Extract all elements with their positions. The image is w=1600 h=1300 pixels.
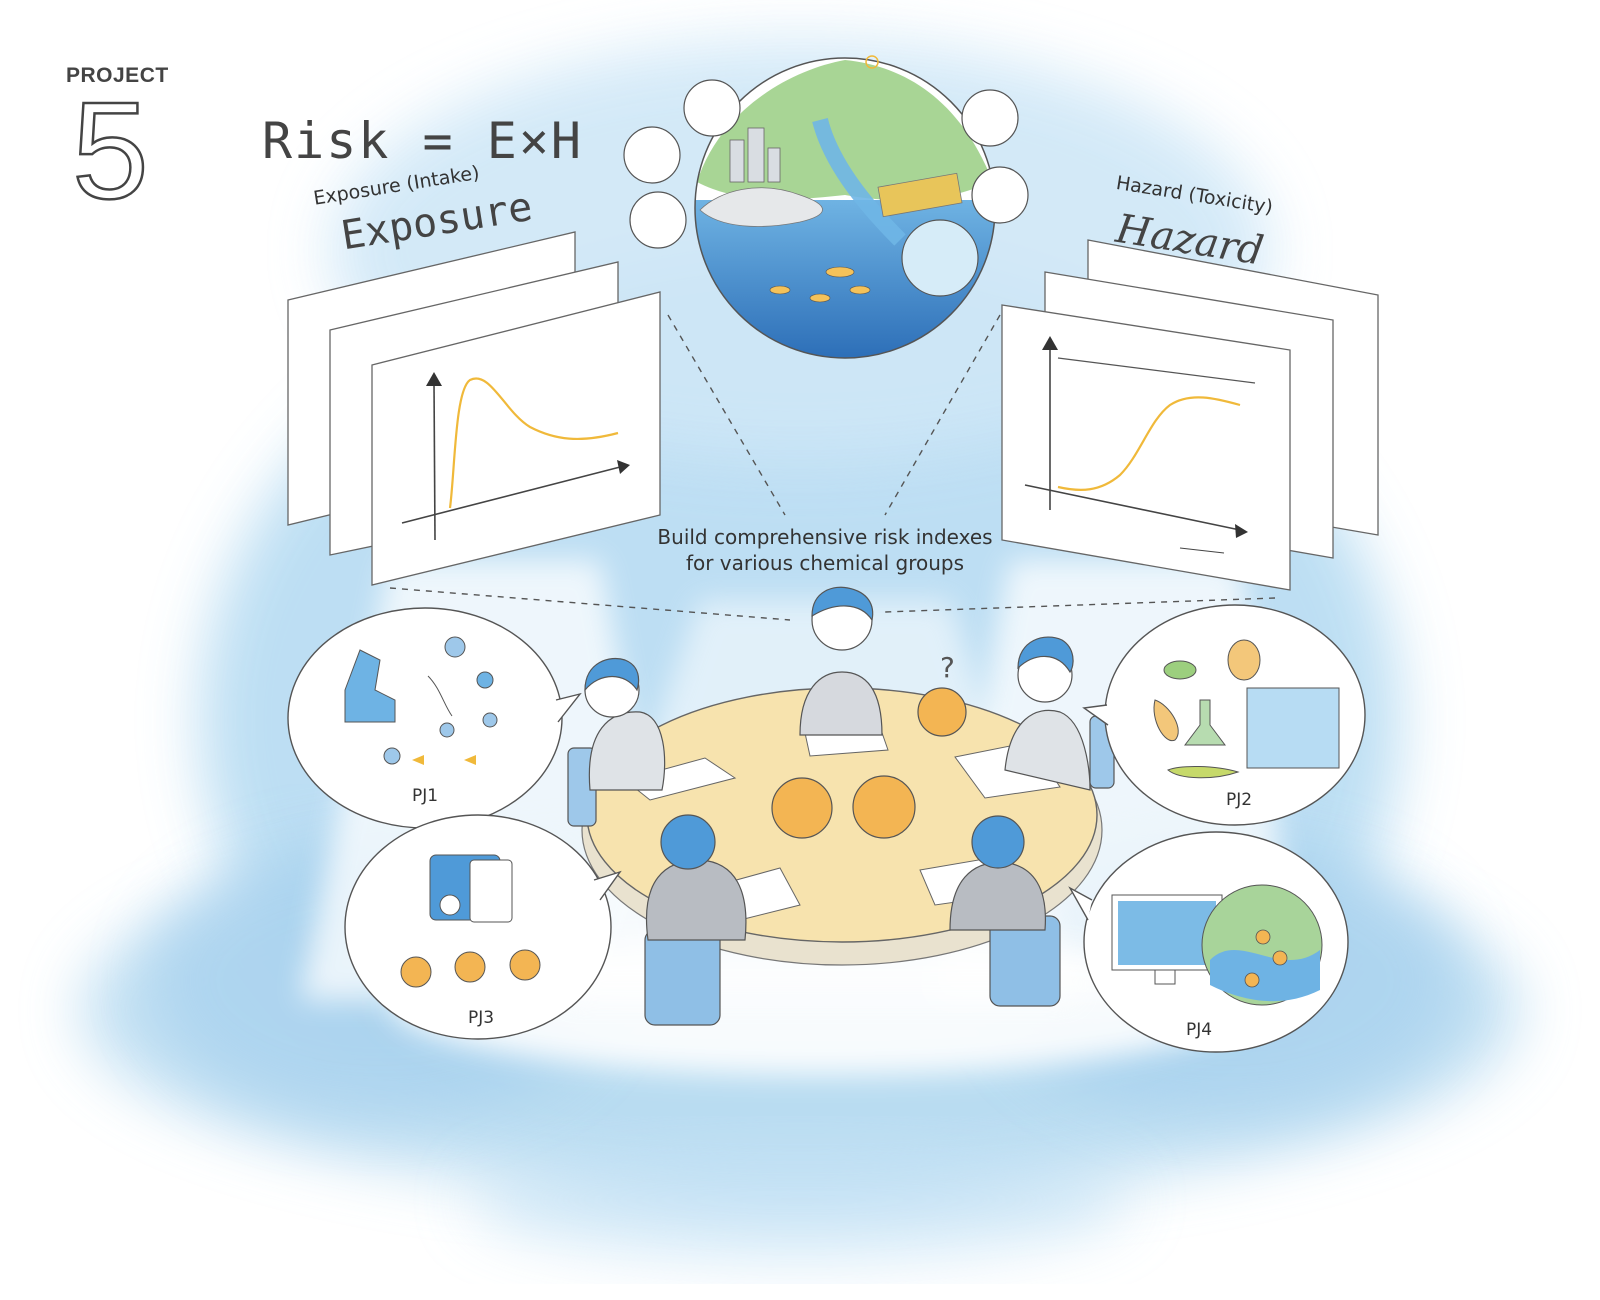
river-map-icon [1201,884,1323,1006]
project-number: 5 [71,74,150,228]
pj2-label: PJ2 [1226,790,1253,810]
microscope-icon [344,649,396,723]
fish-icon [1167,765,1240,779]
exposure-boards [287,231,661,586]
pj4-label: PJ4 [1186,1020,1213,1040]
meeting-people [567,586,1115,1026]
flask-icon [1184,699,1226,746]
project-label: PROJECT [66,64,169,87]
risk-formula: Risk = E×H [262,112,584,170]
chemical-mascot-parade [400,949,541,988]
globe-side-bubbles [623,79,1029,297]
pj2-bubble [1082,604,1366,826]
cell-icon [444,636,466,658]
mass-spectrometer-icon [429,854,513,923]
goal-text-line1: Build comprehensive risk indexes [657,525,993,549]
goal-text: Build comprehensive risk indexes for var… [600,524,1050,576]
aquarium-icon [1246,687,1340,769]
neuron-icon [476,671,494,689]
globe-landscape-icon [694,55,996,359]
dashed-connectors [389,314,1276,621]
chemical-mascots: ? [771,651,967,839]
pj3-bubble [344,814,622,1040]
dna-icon [427,675,453,717]
pj4-bubble [1068,831,1349,1053]
hazard-boards [1001,239,1379,591]
pj1-label: PJ1 [412,786,439,806]
svg-text:?: ? [940,651,955,684]
pj1-bubble [287,607,582,829]
growth-stages-icon [383,712,498,765]
pj3-label: PJ3 [468,1008,495,1028]
goal-text-line2: for various chemical groups [685,551,965,575]
